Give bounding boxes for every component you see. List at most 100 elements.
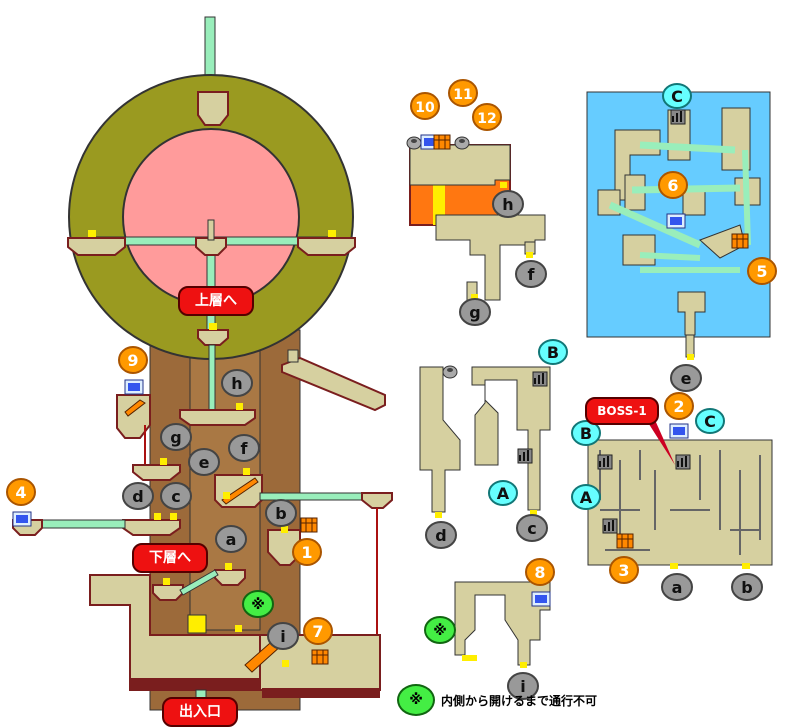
save-point-icon xyxy=(669,423,689,439)
marker-label: 4 xyxy=(15,483,26,502)
save-point-icon xyxy=(531,591,551,607)
stairs-marker-C[interactable]: C xyxy=(695,408,725,434)
stairs-marker-B[interactable]: B xyxy=(571,420,601,446)
chest-marker-5[interactable]: 5 xyxy=(747,257,777,285)
link-marker-d[interactable]: d xyxy=(122,482,154,510)
note-marker-icon: ※ xyxy=(397,684,435,716)
marker-label: g xyxy=(469,303,480,322)
marker-label: B xyxy=(580,424,592,443)
marker-label: C xyxy=(671,87,683,106)
marker-label: c xyxy=(171,487,180,506)
link-marker-c[interactable]: c xyxy=(516,514,548,542)
link-marker-f[interactable]: f xyxy=(228,434,260,462)
marker-label: A xyxy=(497,484,510,503)
chest-marker-4[interactable]: 4 xyxy=(6,478,36,506)
link-marker-e[interactable]: e xyxy=(188,448,220,476)
marker-label: f xyxy=(528,265,536,284)
treasure-chest-icon xyxy=(731,233,749,249)
stairs-icon xyxy=(670,109,686,125)
marker-label: 8 xyxy=(534,563,545,582)
label-lower-floor[interactable]: 下層へ xyxy=(132,543,208,573)
marker-label: i xyxy=(520,677,525,696)
chest-marker-10[interactable]: 10 xyxy=(410,92,440,120)
pot-icon xyxy=(406,136,422,150)
link-marker-f[interactable]: f xyxy=(515,260,547,288)
link-marker-g[interactable]: g xyxy=(459,298,491,326)
marker-label: d xyxy=(435,526,446,545)
link-marker-g[interactable]: g xyxy=(160,423,192,451)
treasure-chest-icon xyxy=(300,517,318,533)
link-marker-b[interactable]: b xyxy=(731,573,763,601)
note-marker[interactable]: ※ xyxy=(242,590,274,618)
marker-label: h xyxy=(502,195,513,214)
note-marker[interactable]: ※ xyxy=(424,616,456,644)
marker-label: 5 xyxy=(756,262,767,281)
marker-label: d xyxy=(132,487,143,506)
treasure-chest-icon xyxy=(311,649,329,665)
side-ramp xyxy=(281,356,386,412)
stairs-icon xyxy=(532,371,548,387)
marker-label: a xyxy=(672,578,683,597)
chest-marker-3[interactable]: 3 xyxy=(609,556,639,584)
stairs-icon xyxy=(675,454,691,470)
marker-label: f xyxy=(241,439,249,458)
marker-label: a xyxy=(226,530,237,549)
marker-label: c xyxy=(527,519,536,538)
chest-marker-6[interactable]: 6 xyxy=(658,171,688,199)
stairs-icon xyxy=(517,448,533,464)
platform-h xyxy=(179,409,256,426)
link-marker-e[interactable]: e xyxy=(670,364,702,392)
link-marker-i[interactable]: i xyxy=(267,622,299,650)
treasure-chest-icon xyxy=(433,134,451,150)
pot-icon xyxy=(454,136,470,150)
save-point-icon xyxy=(12,511,32,527)
link-marker-i[interactable]: i xyxy=(507,672,539,700)
marker-label: 10 xyxy=(415,100,435,116)
chest-marker-2[interactable]: 2 xyxy=(664,392,694,420)
link-marker-h[interactable]: h xyxy=(492,190,524,218)
marker-label: 7 xyxy=(312,622,323,641)
link-marker-h[interactable]: h xyxy=(221,369,253,397)
area-lower xyxy=(454,581,551,668)
stairs-marker-A[interactable]: A xyxy=(571,484,601,510)
marker-label: e xyxy=(199,453,210,472)
ledge-right xyxy=(297,237,356,256)
link-marker-a[interactable]: a xyxy=(215,525,247,553)
label-upper-floor[interactable]: 上層へ xyxy=(178,286,254,316)
save-point-icon xyxy=(124,379,144,395)
stairs-marker-B[interactable]: B xyxy=(538,339,568,365)
pot-icon xyxy=(442,365,458,379)
marker-label: B xyxy=(547,343,559,362)
stairs-icon xyxy=(597,454,613,470)
note-text: 内側から開けるまで通行不可 xyxy=(441,693,598,708)
marker-label: g xyxy=(170,428,181,447)
tower-structure xyxy=(12,16,393,711)
legend-note: ※ 内側から開けるまで通行不可 xyxy=(397,680,597,720)
link-marker-d[interactable]: d xyxy=(425,521,457,549)
label-entrance[interactable]: 出入口 xyxy=(162,697,238,727)
marker-label: i xyxy=(280,627,285,646)
stairs-marker-C[interactable]: C xyxy=(662,83,692,109)
chest-marker-12[interactable]: 12 xyxy=(472,103,502,131)
area-upper-rooms xyxy=(406,134,546,303)
marker-label: b xyxy=(741,578,752,597)
area-boss xyxy=(587,410,773,569)
stairs-icon xyxy=(602,518,618,534)
link-marker-c[interactable]: c xyxy=(160,482,192,510)
chest-marker-7[interactable]: 7 xyxy=(303,617,333,645)
link-marker-b[interactable]: b xyxy=(265,499,297,527)
chest-marker-11[interactable]: 11 xyxy=(448,79,478,107)
chest-marker-8[interactable]: 8 xyxy=(525,558,555,586)
stairs-marker-A[interactable]: A xyxy=(488,480,518,506)
chest-marker-9[interactable]: 9 xyxy=(118,346,148,374)
marker-label: h xyxy=(231,374,242,393)
marker-label: 9 xyxy=(127,351,138,370)
marker-label: C xyxy=(704,412,716,431)
marker-label: 1 xyxy=(301,543,312,562)
marker-label: b xyxy=(275,504,286,523)
top-platform xyxy=(197,91,229,126)
label-boss[interactable]: BOSS-1 xyxy=(585,397,659,425)
link-marker-a[interactable]: a xyxy=(661,573,693,601)
chest-marker-1[interactable]: 1 xyxy=(292,538,322,566)
